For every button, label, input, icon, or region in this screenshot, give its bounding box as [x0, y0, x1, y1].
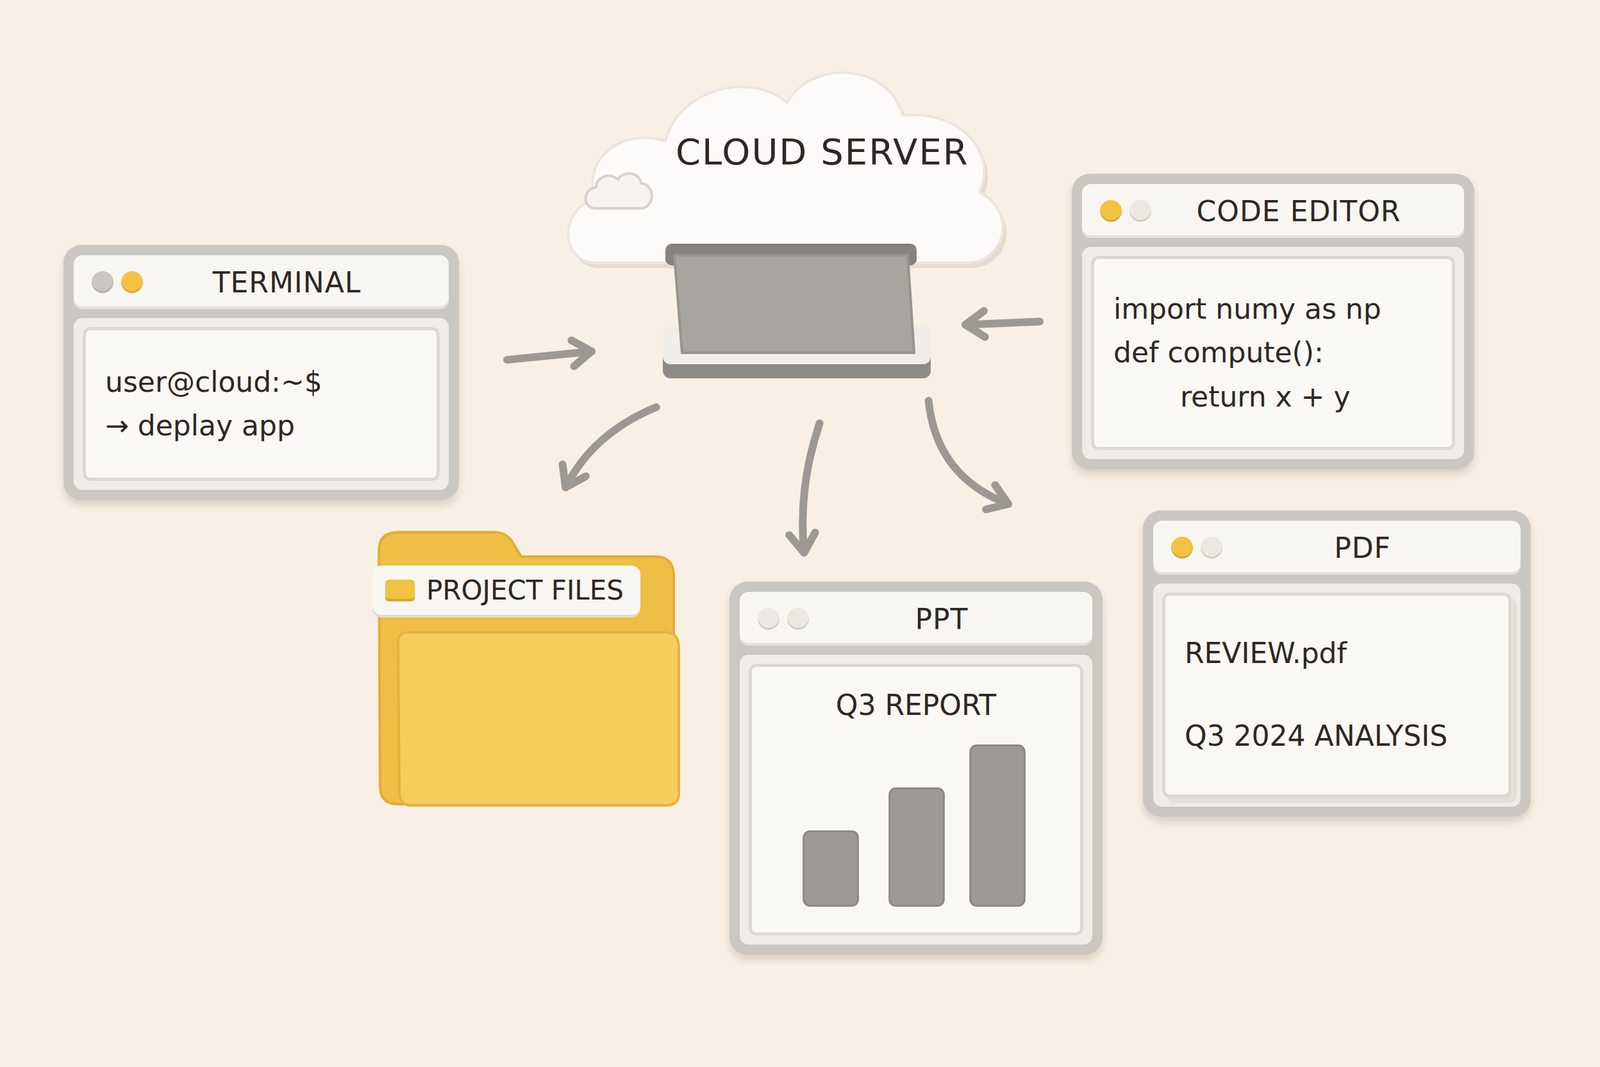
tray-sheet: [674, 255, 915, 353]
window-dot: [787, 607, 809, 630]
window-node: TERMINAL user@cloud:~$→ deplay app: [63, 244, 459, 500]
connector-arrow: [562, 407, 657, 488]
window-title: PPT: [915, 602, 969, 636]
window-body: user@cloud:~$→ deplay app: [73, 317, 449, 490]
cloud-node: CLOUD SERVER: [556, 51, 1011, 385]
window-dot: [1200, 536, 1223, 559]
folder-icon: [385, 579, 415, 602]
window-node: PDF REVIEW.pdf Q3 2024 ANALYSIS: [1142, 510, 1531, 817]
terminal-line: → deplay app: [105, 403, 418, 448]
window-dot: [121, 271, 143, 293]
window-body: Q3 REPORT: [739, 654, 1093, 945]
window-title: CODE EDITOR: [1196, 194, 1402, 228]
code-line: import numy as np: [1113, 287, 1433, 331]
connector-arrow: [928, 400, 1009, 509]
window-node: CODE EDITOR import numy as npdef compute(…: [1071, 173, 1475, 470]
window-dot: [91, 271, 114, 293]
window-body: REVIEW.pdf Q3 2024 ANALYSIS: [1153, 583, 1521, 807]
window-dot: [1100, 200, 1122, 222]
connector-arrow: [965, 310, 1040, 338]
terminal-line: user@cloud:~$: [105, 360, 418, 404]
code-line: def compute():: [1113, 330, 1433, 375]
document-line: Q3 2024 ANALYSIS: [1184, 714, 1490, 758]
connector-arrow: [507, 340, 592, 367]
content-panel: Q3 REPORT: [748, 663, 1084, 936]
arrow-head: [562, 464, 586, 488]
window-dot: [1129, 200, 1152, 222]
arrow-head: [965, 310, 986, 338]
code-line: return x + y: [1113, 375, 1433, 419]
window-node: PPT Q3 REPORT: [729, 581, 1103, 955]
folder-node: PROJECT FILES: [372, 525, 684, 807]
chart-bar: [803, 830, 859, 906]
folder-label: PROJECT FILES: [372, 565, 641, 615]
arrow-head: [571, 340, 592, 367]
cloud-shape: [556, 51, 1011, 385]
folder-front: [398, 632, 679, 806]
chart-bar: [970, 745, 1025, 906]
document-line: REVIEW.pdf: [1184, 631, 1490, 675]
title-bar: PPT: [739, 591, 1093, 646]
connector-line: [565, 407, 656, 488]
cloud-icon: [585, 173, 652, 209]
chart-bar: [889, 788, 945, 906]
slide-title: Q3 REPORT: [835, 683, 997, 727]
folder-title: PROJECT FILES: [426, 574, 624, 606]
window-dot: [757, 607, 780, 630]
title-bar: CODE EDITOR: [1082, 183, 1465, 238]
connector-line: [965, 321, 1040, 325]
window-dot: [1171, 536, 1193, 559]
cloud-title: CLOUD SERVER: [675, 130, 1011, 173]
connector-arrow: [789, 423, 820, 553]
window-title: TERMINAL: [212, 266, 362, 299]
arrow-head: [789, 532, 815, 553]
window-title: PDF: [1333, 531, 1392, 565]
arrow-head: [985, 484, 1009, 509]
title-bar: TERMINAL: [73, 255, 449, 309]
window-body: import numy as npdef compute():return x …: [1082, 246, 1465, 459]
title-bar: PDF: [1153, 520, 1521, 575]
content-panel: import numy as npdef compute():return x …: [1091, 255, 1456, 450]
content-panel: REVIEW.pdf Q3 2024 ANALYSIS: [1162, 592, 1512, 798]
content-panel: user@cloud:~$→ deplay app: [82, 326, 440, 481]
